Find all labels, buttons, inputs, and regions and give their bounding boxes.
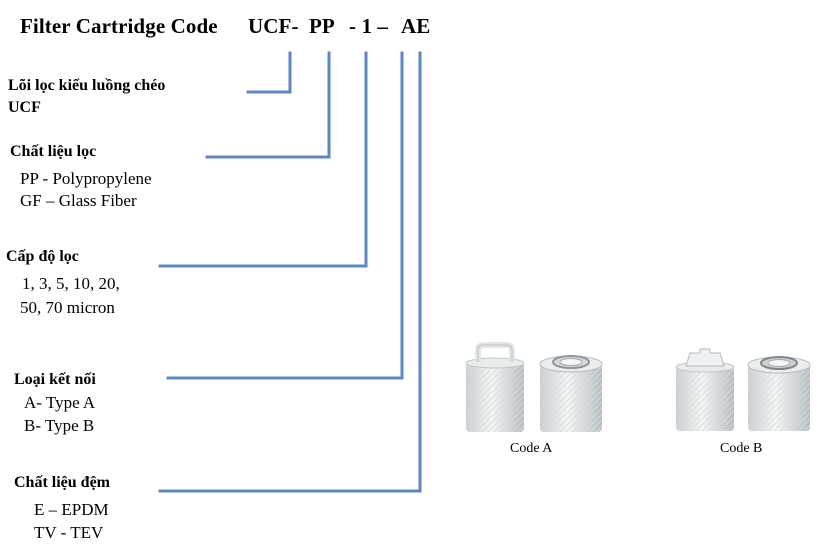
section-label-material: Chất liệu lọc: [10, 143, 97, 160]
section-label-rating: Cấp độ lọc: [6, 248, 79, 265]
section-label-connection: Loại kết nối: [14, 371, 96, 388]
cartridge-image-code-b: [675, 348, 811, 431]
connector-type: [166, 51, 404, 380]
option-micron-1: 1, 3, 5, 10, 20,: [22, 274, 120, 293]
code-segment-ucf: UCF-: [248, 14, 299, 38]
option-gf: GF – Glass Fiber: [20, 191, 137, 210]
option-epdm: E – EPDM: [34, 500, 109, 519]
code-segment-1: - 1 –: [349, 14, 388, 38]
caption-code-a: Code A: [510, 441, 553, 456]
code-segment-ae: AE: [401, 14, 431, 38]
option-tev: TV - TEV: [34, 523, 104, 542]
section-label-gasket: Chất liệu đệm: [14, 474, 110, 491]
caption-code-b: Code B: [720, 441, 763, 456]
option-type-a: A- Type A: [24, 393, 96, 412]
section-label-ucf: Lõi lọc kiểu luồng chéo: [8, 77, 166, 94]
option-micron-2: 50, 70 micron: [20, 298, 115, 317]
connector-gasket: [158, 51, 422, 493]
code-segment-pp: PP: [309, 14, 335, 38]
connector-pp: [205, 51, 331, 159]
section-label-ucf-2: UCF: [8, 99, 41, 116]
connector-micron: [158, 51, 368, 268]
option-pp: PP - Polypropylene: [20, 169, 152, 188]
option-type-b: B- Type B: [24, 416, 95, 435]
title-prefix: Filter Cartridge Code: [20, 14, 218, 38]
cartridge-image-code-a: [465, 342, 603, 432]
connector-ucf: [246, 51, 292, 94]
